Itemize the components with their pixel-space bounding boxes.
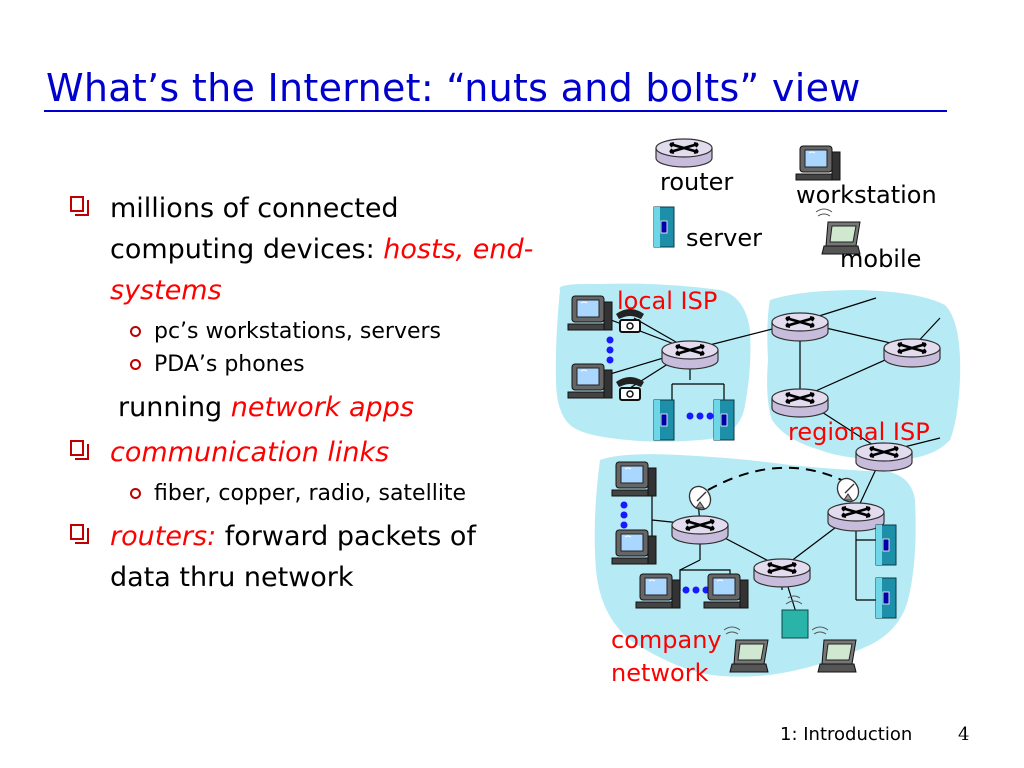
router-icon — [882, 337, 942, 369]
sub-bullet-media: fiber, copper, radio, satellite — [70, 477, 494, 510]
more-hosts-dots — [606, 336, 714, 594]
title-underline — [44, 110, 947, 112]
company-network-label-line2: network — [611, 659, 709, 687]
running-text: running — [118, 392, 231, 423]
legend-router-label: router — [660, 168, 733, 196]
sub-bullet-pcs-text: pc’s workstations, servers — [154, 319, 442, 344]
slide-title: What’s the Internet: “nuts and bolts” vi… — [46, 66, 861, 110]
bullet-routers-text: forward packets of data thru network — [110, 521, 476, 593]
legend-workstation-icon — [795, 145, 841, 181]
checkbox-bullet-icon — [70, 440, 89, 460]
router-icon — [752, 557, 812, 589]
sub-bullet-pda: PDA’s phones — [70, 348, 540, 381]
sub-bullet-media-text: fiber, copper, radio, satellite — [154, 481, 467, 506]
circle-bullet-icon — [130, 326, 141, 337]
sub-bullet-pcs: pc’s workstations, servers — [70, 315, 540, 348]
server-icon — [875, 524, 897, 566]
circle-bullet-icon — [130, 488, 141, 499]
running-emphasis: network apps — [230, 392, 414, 423]
bullet-devices-emphasis: hosts, end-systems — [110, 234, 534, 306]
footer-chapter: 1: Introduction — [780, 724, 913, 745]
bullet-list: millions of connected computing devices:… — [70, 188, 540, 598]
router-icon — [670, 514, 730, 546]
bullet-devices-text: millions of connected computing devices: — [110, 193, 399, 265]
bullet-devices: millions of connected computing devices:… — [70, 188, 540, 311]
server-icon — [875, 577, 897, 619]
legend-workstation-label: workstation — [796, 181, 937, 209]
company-network-label-line1: company — [611, 626, 722, 654]
server-icon — [653, 399, 675, 441]
legend-server-icon — [653, 206, 675, 248]
base-station-icon — [781, 595, 809, 639]
router-icon — [660, 339, 720, 371]
satellite-link — [707, 466, 847, 491]
legend-router-icon — [654, 137, 714, 169]
router-icon — [770, 387, 830, 419]
bullet-links: communication links — [70, 432, 540, 473]
server-icon — [713, 399, 735, 441]
checkbox-bullet-icon — [70, 524, 89, 544]
legend-server-label: server — [686, 224, 762, 252]
legend-mobile-label: mobile — [840, 245, 921, 273]
sub-bullet-pda-text: PDA’s phones — [154, 352, 305, 377]
router-icon — [770, 311, 830, 343]
bullet-links-emphasis: communication links — [110, 437, 390, 468]
phone-icon — [615, 376, 645, 401]
regional-isp-label: regional ISP — [788, 418, 930, 446]
bullet-routers-emphasis: routers: — [110, 521, 217, 552]
page-number: 4 — [958, 724, 970, 745]
local-isp-label: local ISP — [617, 287, 717, 315]
bullet-routers: routers: forward packets of data thru ne… — [70, 516, 540, 598]
router-icon — [854, 441, 914, 473]
running-line: running network apps — [70, 387, 540, 428]
checkbox-bullet-icon — [70, 196, 89, 216]
circle-bullet-icon — [130, 359, 141, 370]
